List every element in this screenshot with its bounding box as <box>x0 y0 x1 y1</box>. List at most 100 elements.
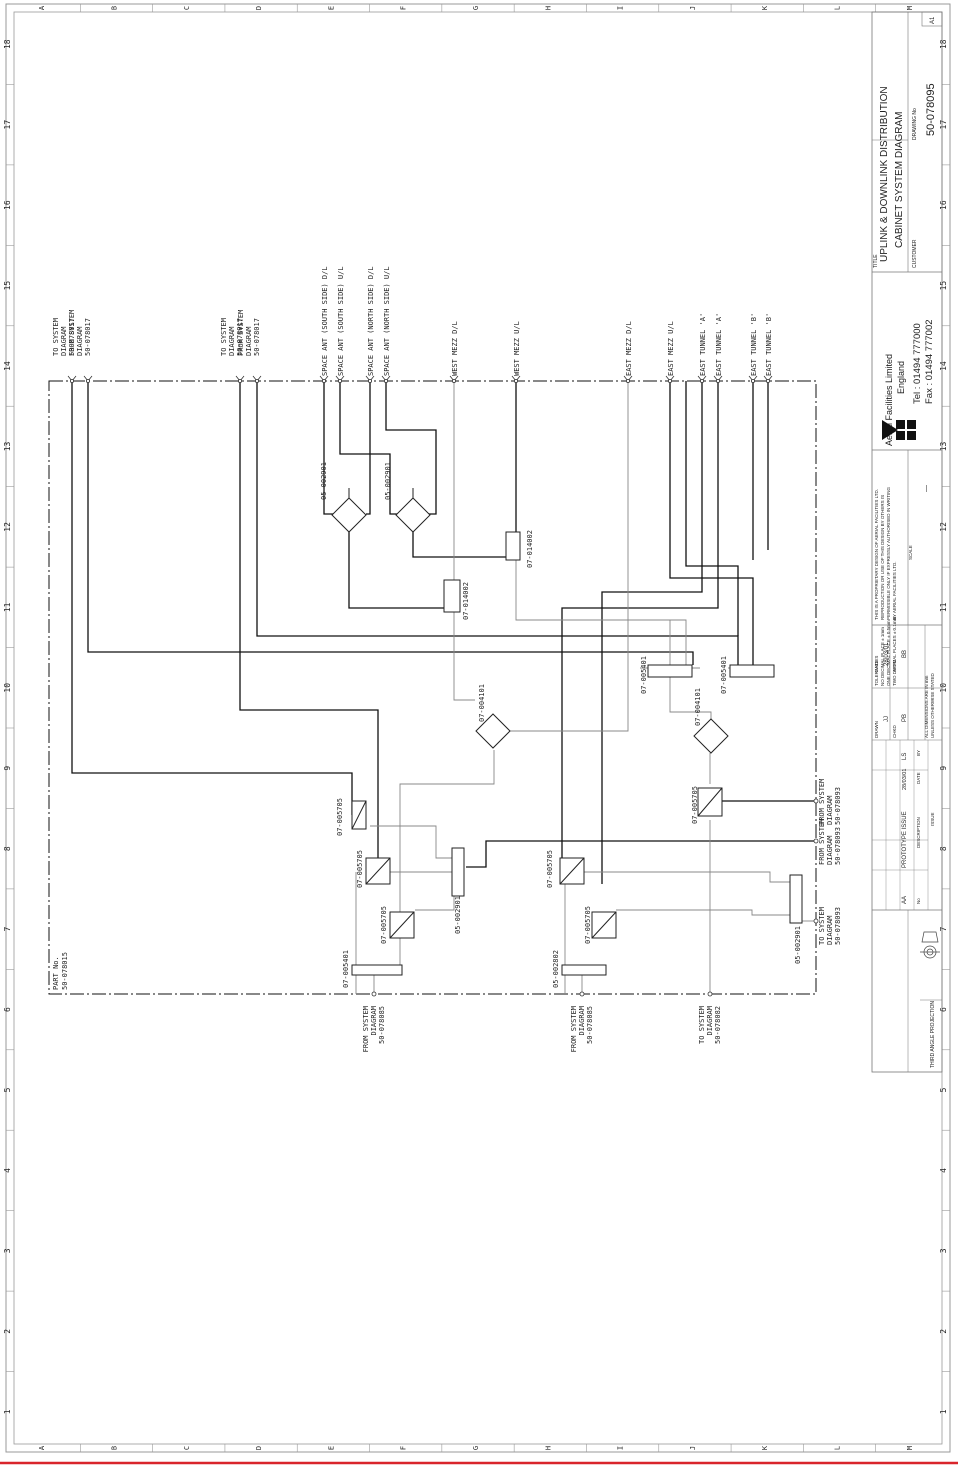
grey-cables <box>355 381 816 994</box>
date-caption: DATE <box>874 660 879 672</box>
amplifier-box <box>559 857 585 885</box>
top-connection-label: DIAGRAM <box>245 326 253 356</box>
drawing-title-line-2: CABINET SYSTEM DIAGRAM <box>894 111 905 248</box>
zone-number: 16 <box>3 200 12 210</box>
zone-number: 6 <box>3 1007 12 1012</box>
issue-by: LS <box>902 753 908 760</box>
scale-value: — <box>923 485 930 492</box>
top-connection-label: WEST MEZZ U/L <box>513 321 521 376</box>
zone-letter: K <box>761 5 769 10</box>
zone-number: 14 <box>3 361 12 371</box>
zone-number: 5 <box>3 1087 12 1092</box>
zone-number: 2 <box>939 1329 948 1334</box>
chkd-caption: CHKD <box>892 724 897 738</box>
zone-letter: L <box>834 6 842 10</box>
sheet-size: A1 <box>930 16 936 24</box>
top-connection-label: TO SYSTEM <box>220 318 228 356</box>
title-block: A1 TITLE UPLINK & DOWNLINK DISTRIBUTION … <box>871 11 943 1073</box>
zone-number: 14 <box>939 361 948 371</box>
zone-number: 4 <box>939 1168 948 1173</box>
zone-number: 17 <box>3 120 12 130</box>
zone-number: 3 <box>3 1248 12 1253</box>
top-connection-label: EAST MEZZ D/L <box>625 321 633 376</box>
date-col-caption: DATE <box>916 772 921 784</box>
zone-letter: A <box>38 1445 46 1450</box>
zone-letter: D <box>255 6 263 10</box>
drawing-title-line-1: UPLINK & DOWNLINK DISTRIBUTION <box>879 86 890 262</box>
tolerance-line-3: TWO DECIMAL PLACES ± 0.1mm <box>892 616 897 686</box>
top-connection-label: FROM SYSTEM <box>68 310 76 356</box>
bottom-connection-label: 50-078085 <box>586 1006 594 1044</box>
part-number-value: 50-078015 <box>61 952 69 990</box>
zone-number: 15 <box>939 281 948 291</box>
top-connection-label: 50-078017 <box>236 318 244 356</box>
dims-note-1: ALL DIMENSIONS ARE IN mm <box>924 675 929 738</box>
part-number: PART No. 50-078015 <box>52 952 69 990</box>
top-connection-label: TO SYSTEM <box>52 318 60 356</box>
combiner-diamond <box>395 497 431 533</box>
combiner-bar <box>789 874 803 924</box>
company-tel: Tel : 01494 777000 <box>912 323 923 404</box>
component-label: 07-005705 <box>356 850 364 888</box>
bottom-connection-label: 50-078085 <box>378 1006 386 1044</box>
zone-number: 12 <box>3 522 12 532</box>
zone-number: 1 <box>939 1409 948 1414</box>
amplifier-box <box>351 800 367 830</box>
appd-value: BB <box>902 650 908 658</box>
top-connection-label: SPACE ANT (NORTH SIDE) D/L <box>367 266 375 376</box>
chkd-value: PB <box>902 714 908 722</box>
top-connection-label: 50-078017 <box>253 318 261 356</box>
zone-letter: F <box>400 6 408 10</box>
component-label: 07-005705 <box>336 798 344 836</box>
zone-number: 10 <box>3 683 12 693</box>
component-label: 05-002802 <box>552 950 560 988</box>
right-connection-label: TO SYSTEM <box>818 907 826 945</box>
zone-number: 13 <box>3 441 12 451</box>
component-label: 05-002901 <box>454 896 462 934</box>
zone-letter: M <box>906 6 914 10</box>
components <box>331 488 803 976</box>
top-connection-label: EAST TUNNEL 'A' <box>715 313 723 376</box>
right-connection-label: DIAGRAM <box>826 835 834 865</box>
zone-number: 8 <box>3 846 12 851</box>
company-country: England <box>896 361 906 394</box>
drawn-caption: DRAWN <box>874 721 879 738</box>
zone-letter: A <box>38 5 46 10</box>
top-connection-label: DIAGRAM <box>228 326 236 356</box>
zone-number: 8 <box>939 846 948 851</box>
drawing-number: 50-078095 <box>925 83 937 136</box>
component-label: 05-002901 <box>794 926 802 964</box>
company-logo <box>882 420 916 440</box>
zone-number: 5 <box>939 1087 948 1092</box>
zone-number: 11 <box>939 602 948 612</box>
zone-number: 16 <box>939 200 948 210</box>
top-connection-label: DIAGRAM <box>60 326 68 356</box>
splitter-diamond <box>693 718 729 754</box>
top-connection-label: SPACE ANT (SOUTH SIDE) D/L <box>321 266 329 376</box>
top-connection-label: 50-078017 <box>68 318 76 356</box>
component-labels: 05-002901 05-002901 07-014002 07-014002 … <box>320 462 802 988</box>
divider-box <box>647 664 693 678</box>
zone-letter: B <box>110 1446 118 1450</box>
proprietary-note-1: THIS IS A PROPRIETARY DESIGN OF AERIAL F… <box>874 489 879 620</box>
component-label: 07-005705 <box>584 906 592 944</box>
zone-letter: L <box>834 1446 842 1450</box>
right-connection-label: FROM SYSTEM <box>818 819 826 865</box>
black-cables <box>71 381 816 884</box>
zone-letter: G <box>472 6 480 10</box>
bottom-connection-label: DIAGRAM <box>706 1006 714 1036</box>
outer-border <box>5 3 951 1453</box>
proprietary-note-2: REPRODUCTION OR USE OF THIS DESIGN BY OT… <box>880 495 885 620</box>
top-connectors <box>67 375 773 383</box>
divider-box <box>351 964 403 976</box>
zone-letter: C <box>183 1446 191 1450</box>
projection-note: THIRD ANGLE PROJECTION <box>930 1001 936 1068</box>
customer-caption: CUSTOMER <box>912 239 918 268</box>
tolerances-caption: TOLERANCES <box>874 656 879 686</box>
bottom-connection-label: DIAGRAM <box>578 1006 586 1036</box>
bottom-connection-label: FROM SYSTEM <box>362 1006 370 1052</box>
right-connection-label: DIAGRAM <box>826 915 834 945</box>
amplifier-box <box>591 911 617 939</box>
